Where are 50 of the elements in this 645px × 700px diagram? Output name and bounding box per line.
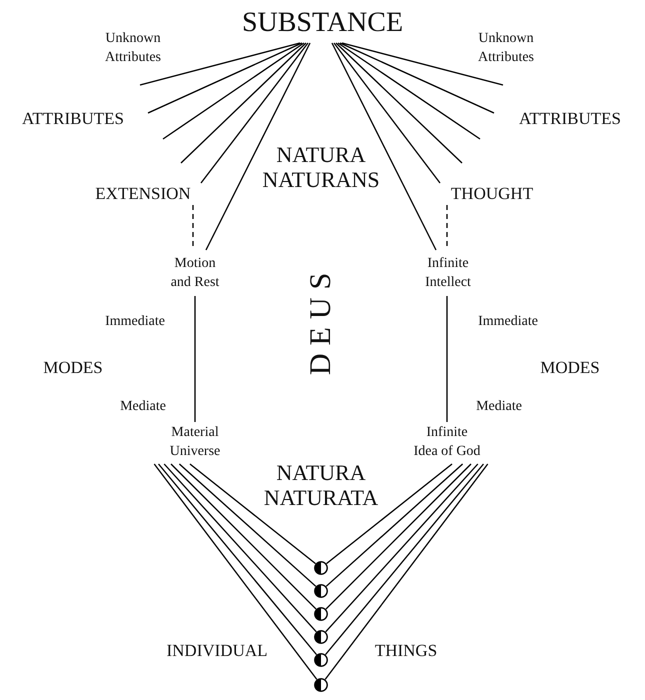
half-filled-circle [314,584,328,598]
connector-line [446,296,448,422]
concept-label: Material Universe [150,422,240,464]
connector-line [190,464,316,564]
half-filled-circle [314,561,328,575]
connector-line [180,42,306,164]
connector-line [338,42,480,140]
connector-line [326,464,452,564]
concept-label: Infinite Idea of God [402,422,492,464]
mode-label: Mediate [475,398,523,416]
connector-line [325,464,478,632]
connector-line [333,42,441,184]
connector-line [162,42,304,140]
concept-label: Infinite Intellect [410,250,486,296]
half-filled-circle [314,678,328,692]
concept-label: THOUGHT [436,183,548,205]
concept-label: Motion and Rest [158,250,232,296]
attribute-note: Unknown Attributes [104,30,162,67]
region-title: NATURA NATURATA [262,460,380,510]
mode-label: Immediate [477,312,539,330]
vertical-title: DEUS [305,264,337,376]
heading-label: MODES [539,358,601,378]
connector-line [170,464,316,610]
connector-line [164,464,317,632]
connector-line [140,42,300,86]
heading-label: THINGS [374,641,438,661]
connector-line [331,42,437,250]
connector-line [336,42,462,164]
connector-line [342,42,504,86]
connector-line [326,464,472,610]
connector-line [205,42,311,250]
connector-line [326,464,464,587]
half-filled-circle [314,607,328,621]
heading-label: INDIVIDUAL [165,641,269,661]
region-title: NATURA NATURANS [261,142,381,192]
connector-line [194,296,196,422]
heading-label: ATTRIBUTES [21,109,125,129]
concept-label: EXTENSION [82,183,204,205]
heading-label: ATTRIBUTES [518,109,622,129]
connector-line [340,42,494,114]
connector-line [148,42,302,114]
attribute-note: Unknown Attributes [477,30,535,67]
half-filled-circle [314,653,328,667]
concept-label: SUBSTANCE [235,3,410,43]
connector-line [178,464,316,587]
mode-label: Immediate [104,312,166,330]
heading-label: MODES [42,358,104,378]
connector-line [200,42,309,184]
half-filled-circle [314,630,328,644]
mode-label: Mediate [119,398,167,416]
